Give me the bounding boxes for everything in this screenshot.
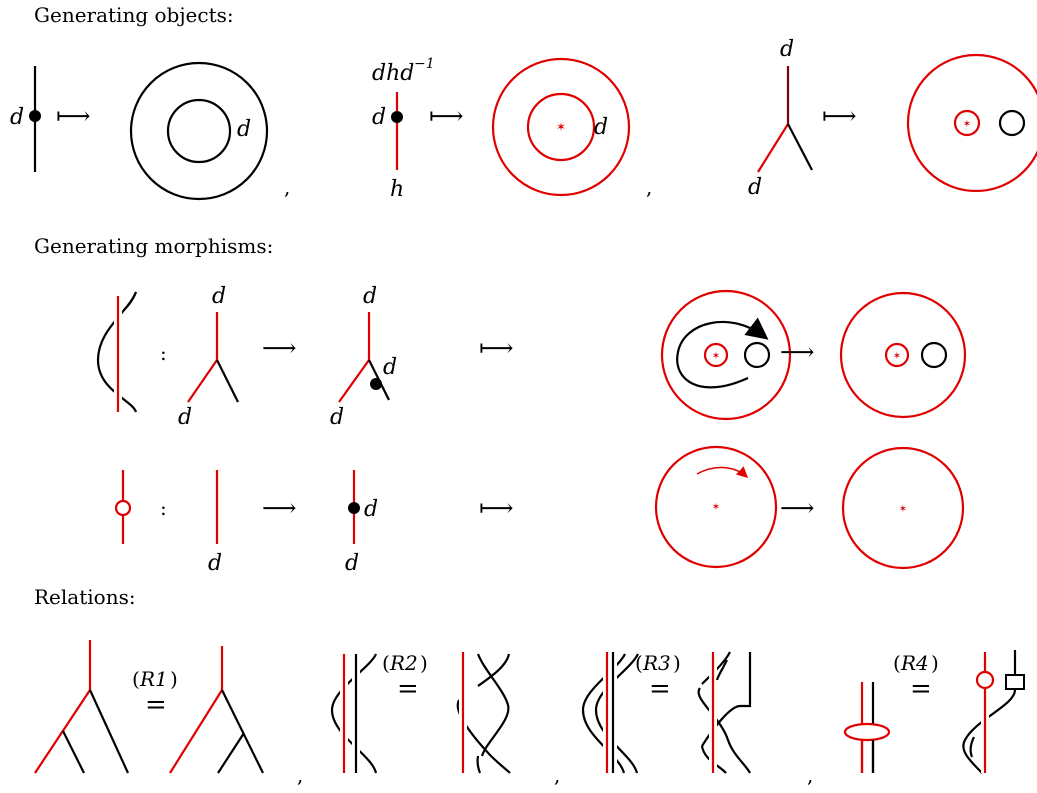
puncture-star-icon: ✶ bbox=[963, 119, 971, 130]
puncture-star-icon: ✶ bbox=[893, 351, 901, 362]
heading-relations: Relations: bbox=[34, 585, 136, 609]
disk-single-puncture: ✶ bbox=[841, 446, 965, 570]
mapsto-arrow: ⟼ bbox=[479, 494, 513, 522]
heading-morphisms: Generating morphisms: bbox=[34, 234, 273, 258]
r4-right-strands bbox=[962, 650, 1025, 774]
puncture-star-icon: ✶ bbox=[556, 120, 566, 134]
label-inverse-exponent: −1 bbox=[414, 56, 435, 72]
label-dhd: dhd bbox=[372, 61, 414, 86]
relation-open-paren: ( bbox=[893, 651, 901, 675]
target-trivalent-vertex-dotted: d d d bbox=[330, 284, 397, 430]
label-d: d bbox=[364, 497, 378, 522]
r3-left-braid bbox=[581, 652, 639, 774]
open-circle-icon bbox=[975, 670, 995, 690]
label-d: d bbox=[363, 284, 377, 309]
colon-separator: : bbox=[160, 496, 167, 520]
label-d: d bbox=[383, 355, 397, 380]
comma-separator: , bbox=[554, 763, 560, 787]
r2-right-braid bbox=[456, 652, 511, 774]
to-arrow: ⟶ bbox=[262, 334, 296, 362]
equals-sign: = bbox=[910, 674, 932, 704]
ring-icon bbox=[843, 722, 891, 742]
disk-two-punctures-result: ✶ bbox=[839, 291, 967, 419]
heading-objects: Generating objects: bbox=[34, 3, 234, 27]
relation-close-paren: ) bbox=[673, 651, 681, 675]
red-strand-open-circle bbox=[114, 470, 132, 544]
source-red-strand: d bbox=[208, 470, 222, 576]
relation-close-paren: ) bbox=[931, 651, 939, 675]
label-d: d bbox=[10, 105, 24, 130]
annulus-red: ✶ d bbox=[491, 57, 631, 197]
label-d: d bbox=[345, 551, 359, 576]
relation-close-paren: ) bbox=[170, 667, 178, 691]
dot-marker bbox=[29, 110, 41, 122]
mapsto-arrow: ⟼ bbox=[56, 102, 90, 130]
r1-right-tree bbox=[169, 646, 264, 774]
annulus-black: d bbox=[129, 61, 269, 201]
relation-close-paren: ) bbox=[420, 651, 428, 675]
r4-left-strands-with-ring bbox=[843, 682, 891, 773]
object-black-strand: d bbox=[10, 66, 41, 172]
disk-two-punctures: ✶ bbox=[906, 53, 1037, 193]
comma-separator: , bbox=[284, 175, 290, 199]
label-d: d bbox=[594, 115, 608, 140]
comma-separator: , bbox=[646, 175, 652, 199]
disk-with-rotation-arrow: ✶ bbox=[660, 289, 792, 421]
r3-right-braid bbox=[697, 651, 752, 774]
puncture-star-icon: ✶ bbox=[712, 502, 720, 513]
braid-generator-crossing bbox=[96, 291, 138, 413]
label-d: d bbox=[208, 551, 222, 576]
puncture-star-icon: ✶ bbox=[899, 504, 907, 515]
label-d: d bbox=[237, 117, 251, 142]
disk-single-puncture-rotation: ✶ bbox=[654, 445, 778, 569]
to-arrow: ⟶ bbox=[262, 494, 296, 522]
label-h: h bbox=[390, 177, 404, 202]
comma-separator: , bbox=[807, 763, 813, 787]
relation-r1-label: R1 bbox=[139, 667, 168, 691]
dot-marker bbox=[348, 502, 360, 514]
label-d: d bbox=[372, 105, 386, 130]
object-trivalent-vertex: d d bbox=[748, 37, 813, 200]
label-d: d bbox=[780, 37, 794, 62]
relation-open-paren: ( bbox=[382, 651, 390, 675]
equals-sign: = bbox=[649, 674, 671, 704]
dot-marker bbox=[370, 378, 382, 390]
relation-r3-label: R3 bbox=[642, 651, 671, 675]
equals-sign: = bbox=[145, 690, 167, 720]
rotation-arrow-icon bbox=[696, 466, 749, 478]
label-d: d bbox=[212, 284, 226, 309]
dot-marker bbox=[391, 111, 403, 123]
relation-r2-label: R2 bbox=[389, 651, 418, 675]
to-arrow: ⟶ bbox=[780, 338, 814, 366]
mapsto-arrow: ⟼ bbox=[822, 102, 856, 130]
relation-open-paren: ( bbox=[635, 651, 643, 675]
r1-left-tree bbox=[34, 640, 130, 774]
r2-left-braid bbox=[330, 653, 378, 774]
object-red-strand: dhd −1 d h bbox=[372, 56, 435, 202]
rotation-arrow-icon bbox=[676, 317, 769, 389]
mapsto-arrow: ⟼ bbox=[429, 102, 463, 130]
label-d: d bbox=[330, 405, 344, 430]
puncture-star-icon: ✶ bbox=[712, 351, 720, 362]
label-d: d bbox=[178, 405, 192, 430]
relation-r4-label: R4 bbox=[900, 651, 929, 675]
label-d: d bbox=[748, 175, 762, 200]
target-dotted-red-strand: d d bbox=[345, 470, 378, 576]
comma-separator: , bbox=[297, 763, 303, 787]
source-trivalent-vertex: d d bbox=[178, 284, 239, 430]
box-icon bbox=[1005, 674, 1025, 690]
mapsto-arrow: ⟼ bbox=[479, 334, 513, 362]
equals-sign: = bbox=[397, 674, 419, 704]
to-arrow: ⟶ bbox=[780, 494, 814, 522]
colon-separator: : bbox=[160, 341, 167, 365]
relation-open-paren: ( bbox=[132, 667, 140, 691]
